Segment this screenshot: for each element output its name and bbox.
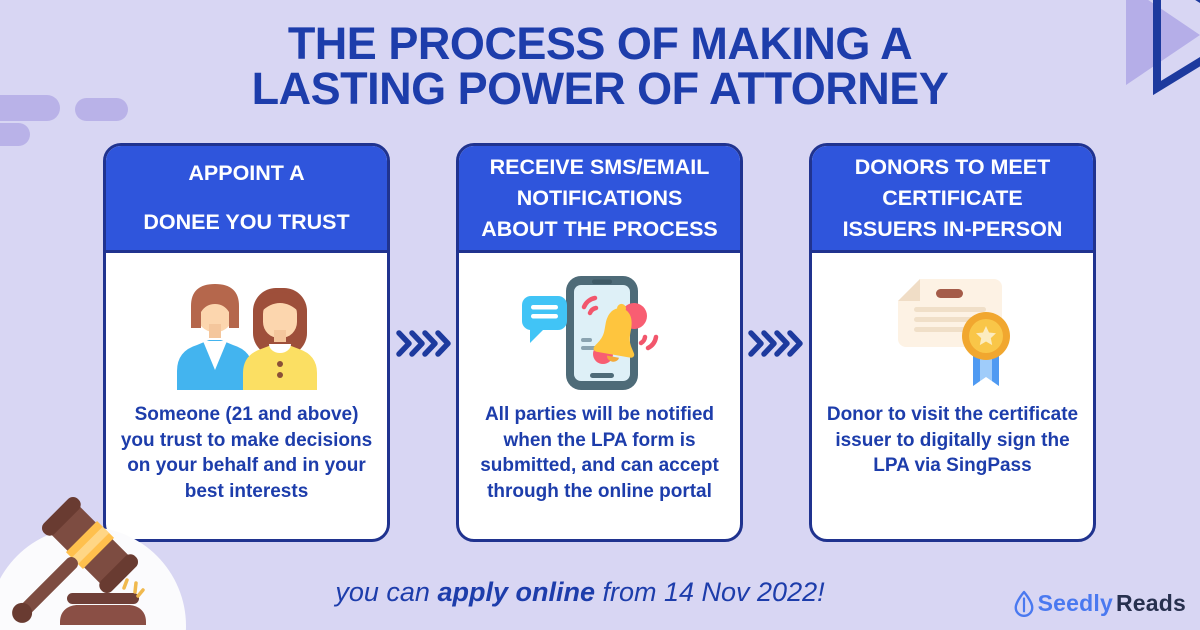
card-body-text: All parties will be notified when the LP… xyxy=(480,404,719,502)
footer-suffix: from 14 Nov 2022! xyxy=(594,577,825,607)
footer-note: you can apply online from 14 Nov 2022! xyxy=(0,577,1160,608)
card-header: DONORS TO MEET CERTIFICATE ISSUERS IN-PE… xyxy=(812,146,1093,253)
footer-prefix: you can xyxy=(335,577,438,607)
header-line: DONEE YOU TRUST xyxy=(143,210,350,234)
header-line: ABOUT THE PROCESS xyxy=(481,216,718,241)
card-body-text: Donor to visit the certificate issuer to… xyxy=(826,404,1079,476)
logo-text-reads: Reads xyxy=(1115,589,1186,616)
pill-shape xyxy=(0,123,30,146)
title-line-1: THE PROCESS OF MAKING A xyxy=(287,18,913,69)
title-line-2: LASTING POWER OF ATTORNEY xyxy=(251,63,949,114)
footer-highlight: apply online xyxy=(437,577,595,607)
gavel-icon xyxy=(5,495,195,630)
pill-shape xyxy=(75,98,128,121)
header-line: RECEIVE SMS/EMAIL xyxy=(489,154,710,179)
header-line: APPOINT A xyxy=(188,161,305,185)
step-card-notifications: RECEIVE SMS/EMAIL NOTIFICATIONS ABOUT TH… xyxy=(456,143,743,542)
step-card-certificate-issuer: DONORS TO MEET CERTIFICATE ISSUERS IN-PE… xyxy=(809,143,1096,542)
header-line: NOTIFICATIONS xyxy=(516,185,683,210)
header-line: CERTIFICATE xyxy=(882,185,1023,210)
chevron-arrows-icon xyxy=(396,330,451,357)
chevron-arrows-icon xyxy=(748,330,803,357)
header-line: ISSUERS IN-PERSON xyxy=(842,216,1063,241)
step-card-appoint-donee: APPOINT A DONEE YOU TRUST xyxy=(103,143,390,542)
card-body-text: Someone (21 and above) you trust to make… xyxy=(120,404,373,502)
phone-notification-icon xyxy=(459,268,740,400)
two-people-icon xyxy=(106,268,387,400)
pill-shape xyxy=(0,95,60,121)
certificate-medal-icon xyxy=(812,268,1093,400)
page-title: THE PROCESS OF MAKING A LASTING POWER OF… xyxy=(0,21,1200,111)
logo-text-seedly: Seedly xyxy=(1037,589,1113,616)
play-triangles-icon xyxy=(1126,0,1200,96)
card-header: APPOINT A DONEE YOU TRUST xyxy=(106,146,387,253)
card-header: RECEIVE SMS/EMAIL NOTIFICATIONS ABOUT TH… xyxy=(459,146,740,253)
header-line: DONORS TO MEET xyxy=(854,154,1051,179)
seedly-droplet-icon xyxy=(1014,590,1034,617)
